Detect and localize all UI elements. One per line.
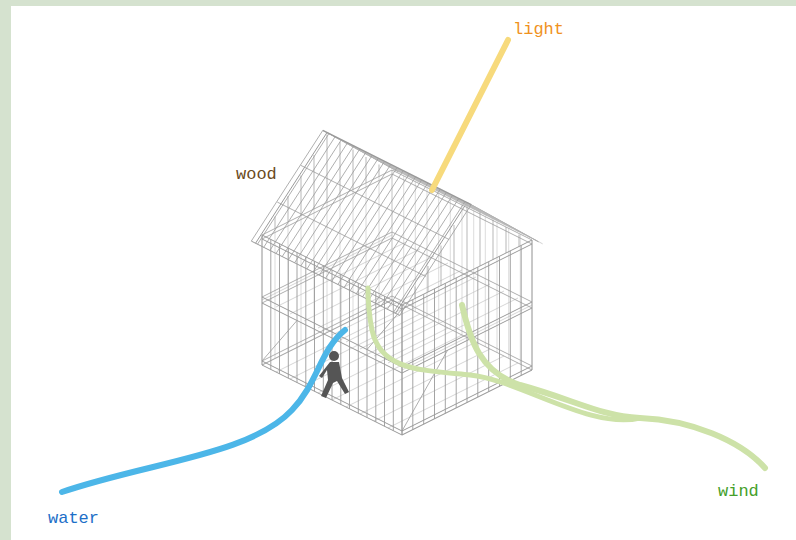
frame-member [262, 235, 263, 365]
frame-member [384, 296, 385, 426]
wood-label: wood [236, 165, 277, 185]
water-label: water [48, 509, 99, 529]
frame-member [332, 171, 404, 282]
frame-member [473, 211, 474, 341]
frame-member [262, 321, 297, 362]
frame-member [400, 205, 472, 316]
frame-member [394, 202, 466, 313]
light-ray [432, 40, 508, 190]
frame-member [369, 189, 441, 300]
frame-member [349, 279, 350, 409]
frame-member [402, 350, 448, 431]
frame-member [402, 305, 403, 435]
wind-label: wind [718, 482, 759, 502]
frame-member [344, 177, 416, 288]
frame-member [428, 266, 429, 292]
frame-member [508, 228, 509, 358]
wind-flow-branch [368, 288, 640, 420]
water-flow [62, 330, 345, 492]
frame-member [392, 174, 532, 244]
frame-member [467, 273, 468, 403]
frame-member [467, 205, 468, 273]
frame-member [438, 193, 439, 323]
frame-member [251, 241, 399, 315]
frame-member [375, 292, 376, 422]
frame-member [532, 240, 533, 370]
frame-member [499, 256, 500, 386]
frame-member [396, 203, 468, 314]
frame-member [366, 157, 367, 183]
frame-member [297, 253, 298, 383]
frame-member [521, 245, 522, 375]
person-figure [319, 351, 349, 398]
frame-member [256, 133, 328, 244]
frame-member [454, 225, 455, 279]
frame-member [258, 134, 330, 245]
frame-member [423, 294, 424, 424]
frame-member [262, 235, 263, 365]
frame-member [402, 305, 403, 435]
frame-member [363, 186, 435, 297]
frame-member [434, 289, 435, 419]
frame-member [327, 135, 328, 203]
timber-frame [251, 130, 542, 435]
frame-member [387, 198, 459, 309]
frame-member [262, 232, 392, 297]
frame-member [288, 248, 289, 378]
frame-member [450, 199, 451, 329]
frame-member [338, 174, 410, 285]
frame-member [340, 142, 341, 196]
light-label: light [513, 20, 564, 40]
frame-member [301, 155, 373, 266]
frame-member [532, 240, 533, 370]
frame-member [392, 232, 532, 302]
frame-member [485, 217, 486, 347]
frame-member [288, 149, 360, 260]
frame-member [393, 301, 394, 431]
frame-member [264, 137, 336, 248]
frame-member [519, 235, 520, 247]
frame-member [520, 234, 521, 364]
frame-member [392, 238, 532, 308]
frame-member [305, 257, 306, 387]
frame-member [358, 283, 359, 413]
frame-member [301, 165, 449, 239]
frame-member [510, 251, 511, 381]
frame-member [480, 212, 481, 266]
frame-member [497, 223, 498, 353]
frame-member [301, 176, 302, 216]
frame-member [427, 188, 428, 318]
frame-member [456, 278, 457, 408]
frame-member [493, 220, 494, 260]
frame-member [353, 150, 354, 190]
frame-member [445, 283, 446, 413]
frame-member [262, 238, 392, 303]
frame-member [471, 205, 543, 244]
frame-member [506, 227, 507, 253]
frame-member [295, 152, 367, 263]
frame-member [279, 244, 280, 374]
frame-member [270, 140, 342, 251]
frame-member [412, 300, 413, 430]
frame-member [488, 262, 489, 392]
frame-member [375, 192, 447, 303]
frame-member [323, 130, 471, 204]
